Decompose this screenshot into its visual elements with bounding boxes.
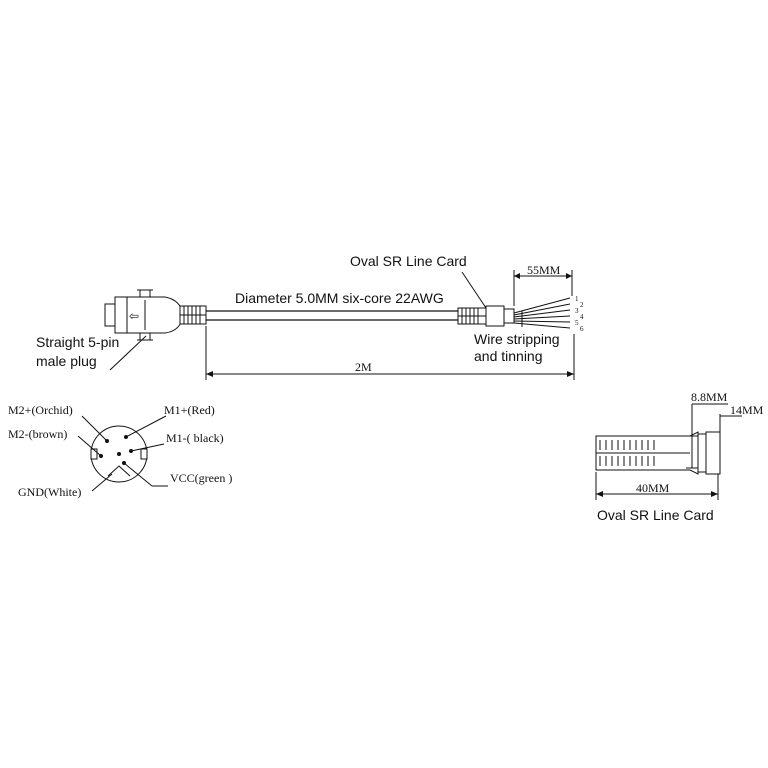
plug-leader	[109, 335, 147, 371]
wire-fan	[513, 297, 571, 329]
wire-label-line1: Wire stripping	[474, 331, 560, 347]
wire-numbers: 1 2 3 4 5 6	[575, 295, 584, 333]
card-width-label: 14MM	[730, 403, 764, 417]
pin-m2-plus-label: M2+(Orchid)	[8, 403, 73, 417]
line-card-detail	[595, 431, 721, 475]
cable-length-label: 2M	[355, 360, 372, 374]
pin-m1-minus-leader	[130, 443, 165, 452]
wire-number: 3	[575, 307, 579, 315]
cable-line	[206, 310, 458, 321]
pin-gnd-label: GND(White)	[18, 485, 81, 499]
wire-number: 5	[575, 319, 579, 327]
wire-number: 2	[580, 301, 584, 309]
card-height-label: 8.8MM	[691, 390, 728, 404]
pin-gnd-leader	[91, 473, 113, 492]
card-width-dimension: 14MM	[719, 403, 764, 432]
pin-m1-plus-leader	[125, 415, 167, 438]
line-card-leader	[461, 271, 487, 309]
pin-m2-minus-label: M2-(brown)	[8, 427, 67, 441]
pin-m1-plus-label: M1+(Red)	[164, 403, 215, 417]
line-card-boot	[457, 305, 515, 327]
pin-m2-plus-leader	[81, 415, 108, 442]
pin-m2-minus-leader	[77, 435, 102, 457]
pin-vcc-label: VCC(green )	[170, 471, 232, 485]
strip-length-label: 55MM	[527, 263, 561, 277]
plug-label-line2: male plug	[36, 353, 97, 369]
wire-number: 1	[575, 295, 579, 303]
wire-number: 6	[580, 325, 584, 333]
arrow-icon: ⇦	[129, 309, 139, 323]
line-card-label: Oval SR Line Card	[350, 253, 467, 269]
pin-m1-minus-label: M1-( black)	[166, 431, 224, 445]
strip-length-dimension: 55MM	[513, 263, 573, 306]
cable-length-dimension: 2M	[205, 326, 575, 380]
connector-face	[90, 425, 148, 483]
cable-description: Diameter 5.0MM six-core 22AWG	[235, 290, 444, 306]
card-length-label: 40MM	[636, 481, 670, 495]
wire-label-line2: and tinning	[474, 348, 543, 364]
plug-body: ⇦	[104, 289, 184, 341]
plug-label-line1: Straight 5-pin	[36, 334, 119, 350]
card-length-dimension: 40MM	[595, 472, 719, 500]
wire-number: 4	[580, 313, 584, 321]
card-height-dimension: 8.8MM	[686, 390, 728, 469]
plug-strain-relief	[179, 305, 207, 325]
card-detail-caption: Oval SR Line Card	[597, 507, 714, 523]
